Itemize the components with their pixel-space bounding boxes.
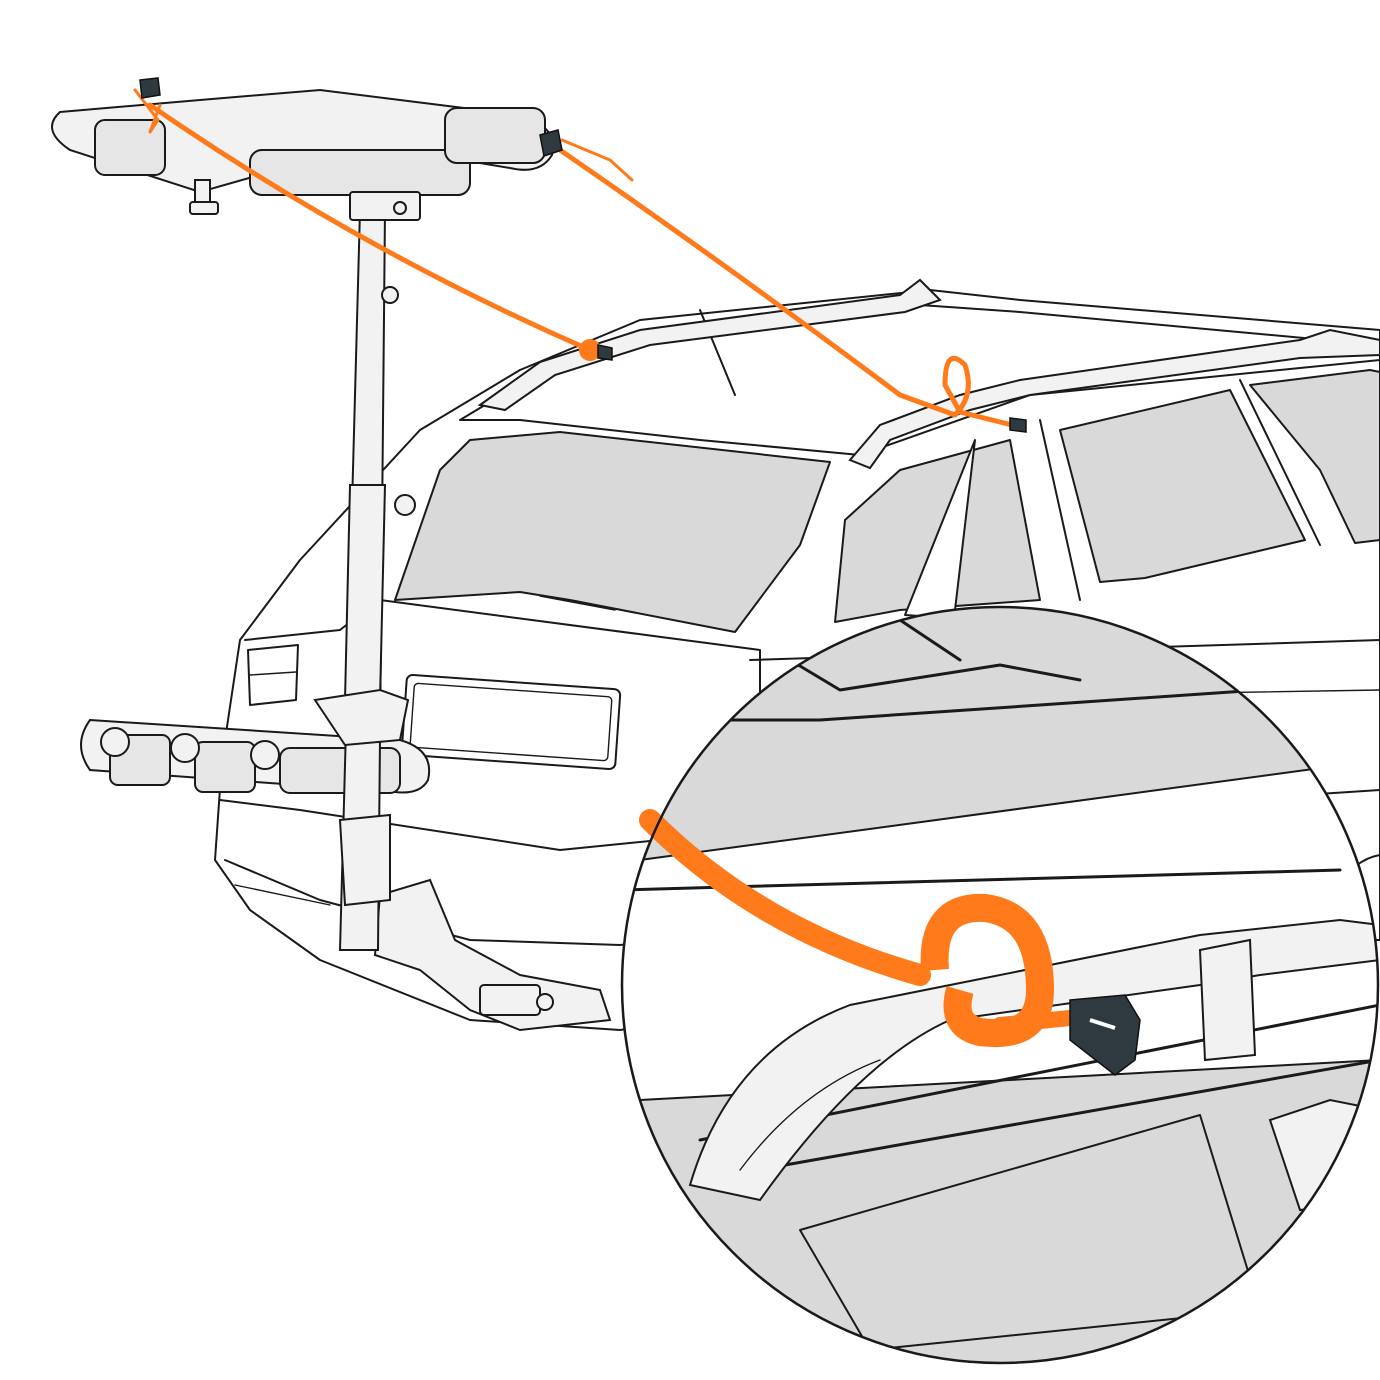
upper-pad-right (444, 107, 546, 164)
strap-left (147, 102, 593, 353)
lower-pad-right (279, 747, 401, 794)
strap-right (557, 147, 903, 398)
side-window-middle (1059, 389, 1306, 583)
strap-left-anchor (579, 339, 601, 361)
car (214, 278, 1380, 1031)
inset-circle (620, 605, 1380, 1365)
upper-pad-left (94, 119, 166, 176)
lower-pad-middle (194, 741, 256, 793)
inset-strap (639, 809, 931, 986)
lower-clamp-knobs (100, 727, 280, 770)
strap-right-loop (897, 355, 1015, 428)
license-plate (400, 674, 622, 770)
side-window-rear (834, 439, 1041, 623)
hitch-mount (373, 878, 612, 1032)
bike-rack (51, 88, 612, 1032)
tail-light-left (247, 644, 299, 706)
post-bracket (313, 688, 410, 747)
tie-down-straps (133, 77, 1027, 433)
roof-rail-left (477, 278, 942, 412)
inset-cam-buckle (1069, 994, 1141, 1076)
side-window-front (1249, 369, 1380, 544)
inset-strap-loop (920, 893, 1055, 1048)
upper-clamp-knob (189, 179, 219, 215)
rear-window (394, 431, 831, 633)
